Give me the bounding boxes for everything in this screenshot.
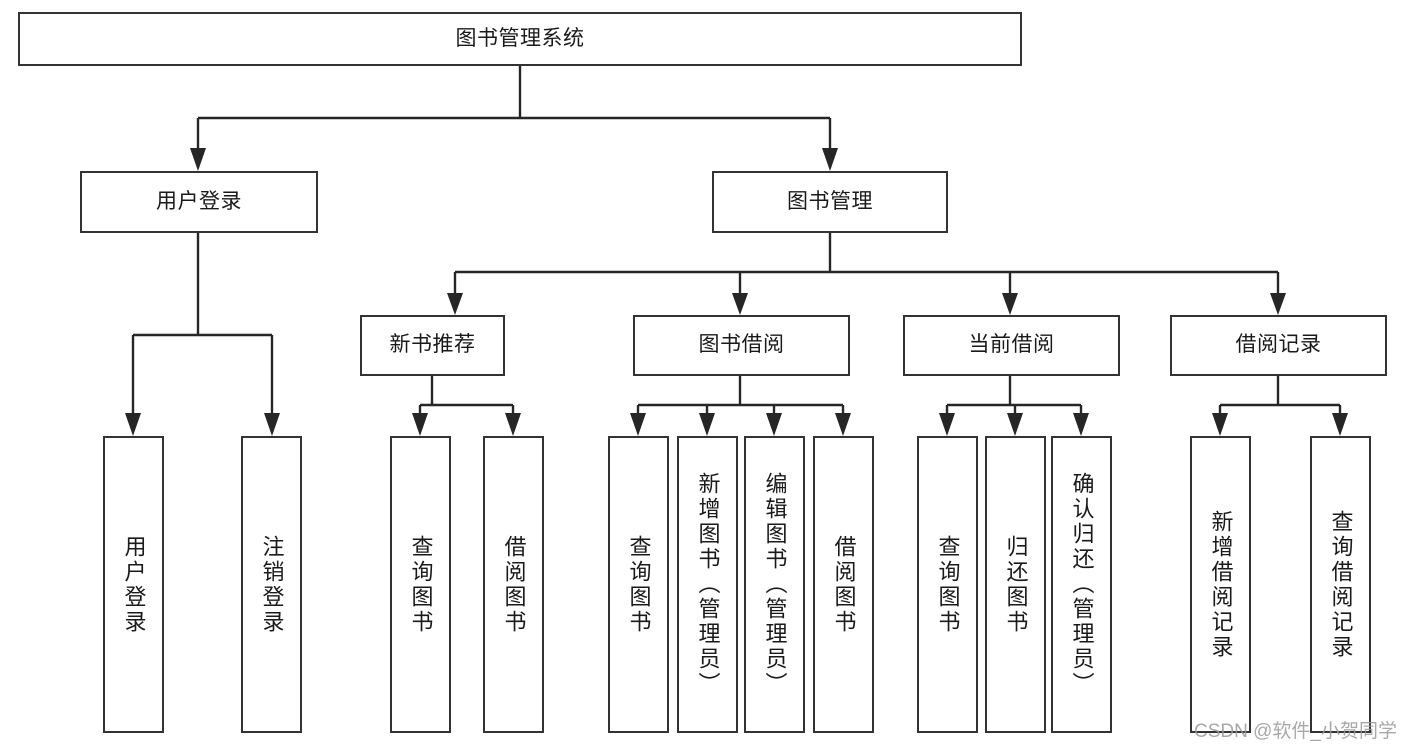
node-leaf-return-book-label: 归还图书 bbox=[1003, 534, 1029, 635]
node-user-login[interactable]: 用户登录 bbox=[80, 171, 318, 233]
node-leaf-return-book[interactable]: 归还图书 bbox=[985, 436, 1046, 733]
node-leaf-query-book-2[interactable]: 查询图书 bbox=[608, 436, 669, 733]
node-leaf-edit-book[interactable]: 编辑图书（管理员） bbox=[744, 436, 805, 733]
arrowhead-leaf-query-book-3 bbox=[939, 413, 955, 436]
node-leaf-query-borrow-record-label: 查询借阅记录 bbox=[1328, 509, 1354, 660]
node-leaf-edit-book-label: 编辑图书（管理员） bbox=[762, 472, 788, 697]
node-book-borrow[interactable]: 图书借阅 bbox=[633, 315, 850, 376]
arrowhead-leaf-query-book-2 bbox=[630, 413, 646, 436]
node-root-label: 图书管理系统 bbox=[455, 26, 585, 50]
arrowhead-leaf-user-login bbox=[125, 413, 141, 436]
arrowhead-new-book-recommend bbox=[447, 293, 463, 315]
node-leaf-logout-login[interactable]: 注销登录 bbox=[241, 436, 302, 733]
arrowhead-current-borrow bbox=[1002, 293, 1018, 315]
node-leaf-add-borrow-record-label: 新增借阅记录 bbox=[1208, 509, 1234, 660]
node-leaf-user-login-label: 用户登录 bbox=[121, 534, 147, 635]
arrowhead-leaf-add-book bbox=[699, 413, 715, 436]
node-leaf-query-book-3[interactable]: 查询图书 bbox=[917, 436, 978, 733]
node-leaf-add-book-label: 新增图书（管理员） bbox=[695, 472, 721, 697]
node-book-manage[interactable]: 图书管理 bbox=[712, 171, 948, 233]
node-borrow-record-label: 借阅记录 bbox=[1235, 333, 1322, 357]
node-borrow-record[interactable]: 借阅记录 bbox=[1170, 315, 1387, 376]
node-leaf-query-borrow-record[interactable]: 查询借阅记录 bbox=[1310, 436, 1371, 733]
node-leaf-query-book-2-label: 查询图书 bbox=[626, 534, 652, 635]
node-new-book-recommend[interactable]: 新书推荐 bbox=[360, 315, 505, 376]
node-book-manage-label: 图书管理 bbox=[787, 189, 873, 213]
node-root[interactable]: 图书管理系统 bbox=[18, 12, 1022, 66]
node-leaf-borrow-book-2-label: 借阅图书 bbox=[831, 534, 857, 635]
node-leaf-query-book-3-label: 查询图书 bbox=[935, 534, 961, 635]
node-leaf-add-book[interactable]: 新增图书（管理员） bbox=[677, 436, 738, 733]
arrowhead-leaf-logout-login bbox=[264, 413, 280, 436]
arrowhead-borrow-record bbox=[1270, 293, 1286, 315]
arrowhead-leaf-query-book-1 bbox=[412, 413, 428, 436]
arrowhead-book-manage bbox=[822, 148, 838, 171]
node-leaf-confirm-return[interactable]: 确认归还（管理员） bbox=[1051, 436, 1112, 733]
node-leaf-borrow-book-1-label: 借阅图书 bbox=[501, 534, 527, 635]
node-leaf-query-book-1-label: 查询图书 bbox=[408, 534, 434, 635]
node-leaf-logout-login-label: 注销登录 bbox=[259, 534, 285, 635]
arrowhead-leaf-return-book bbox=[1007, 413, 1023, 436]
watermark: CSDN @软件_小贺同学 bbox=[1194, 721, 1397, 742]
node-leaf-add-borrow-record[interactable]: 新增借阅记录 bbox=[1190, 436, 1251, 733]
node-leaf-confirm-return-label: 确认归还（管理员） bbox=[1069, 472, 1095, 697]
arrowhead-user-login bbox=[190, 148, 206, 171]
node-current-borrow[interactable]: 当前借阅 bbox=[903, 315, 1120, 376]
node-leaf-borrow-book-2[interactable]: 借阅图书 bbox=[813, 436, 874, 733]
node-leaf-user-login[interactable]: 用户登录 bbox=[103, 436, 164, 733]
node-user-login-label: 用户登录 bbox=[156, 189, 242, 213]
node-current-borrow-label: 当前借阅 bbox=[968, 333, 1055, 357]
arrowhead-leaf-borrow-book-2 bbox=[835, 413, 851, 436]
node-new-book-recommend-label: 新书推荐 bbox=[389, 333, 476, 357]
arrowhead-leaf-edit-book bbox=[766, 413, 782, 436]
node-leaf-borrow-book-1[interactable]: 借阅图书 bbox=[483, 436, 544, 733]
arrowhead-leaf-add-borrow-record bbox=[1212, 413, 1228, 436]
node-book-borrow-label: 图书借阅 bbox=[698, 333, 785, 357]
arrowhead-leaf-borrow-book-1 bbox=[505, 413, 521, 436]
node-leaf-query-book-1[interactable]: 查询图书 bbox=[390, 436, 451, 733]
arrowhead-leaf-confirm-return bbox=[1073, 413, 1089, 436]
arrowhead-book-borrow bbox=[732, 293, 748, 315]
arrowhead-leaf-query-borrow-record bbox=[1332, 413, 1348, 436]
